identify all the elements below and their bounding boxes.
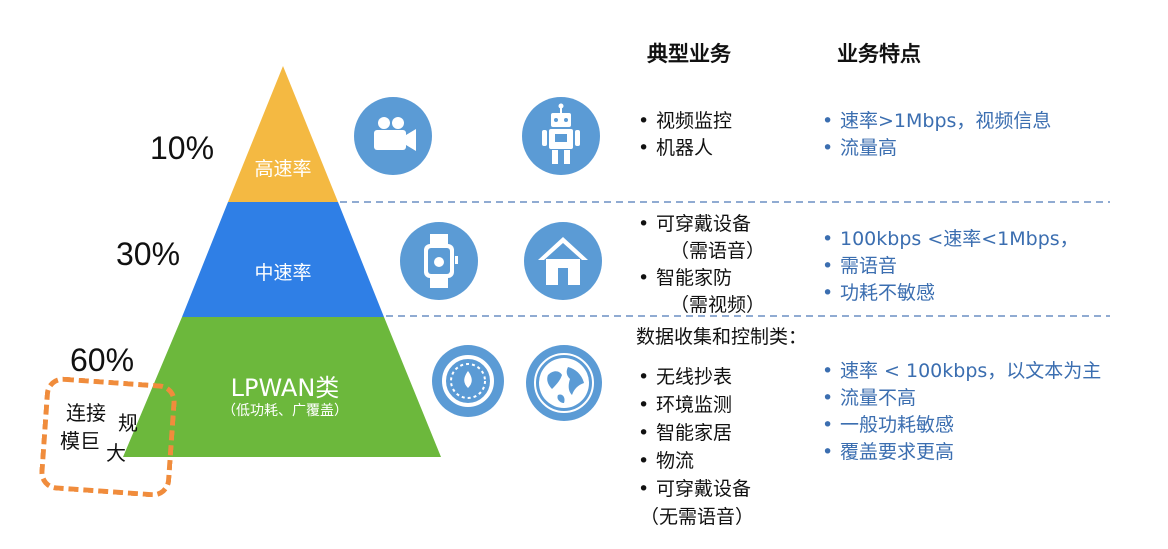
header-typical-business: 典型业务 [647,42,731,66]
tier-label-lpwan: LPWAN类 [230,374,340,402]
list-item: 速率 < 100kbps，以文本为主 [820,358,1101,385]
list-item: 流量高 [820,135,1051,162]
robot-icon [522,97,600,175]
feature-list-row3: 速率 < 100kbps，以文本为主 流量不高 一般功耗敏感 覆盖要求更高 [820,358,1101,466]
business-list-row2: •可穿戴设备 （需语音） •智能家防 （需视频） [636,211,765,319]
list-item: 视频监控 [636,108,732,135]
list-item: 机器人 [636,135,732,162]
percent-mid: 30% [116,236,181,272]
percent-high: 10% [150,130,215,166]
smartwatch-icon [400,222,478,300]
tier-mid-speed [182,202,384,317]
list-item-note: （需语音） [670,240,766,262]
business-list-row1: 视频监控 机器人 [636,108,732,162]
scale-note-line2: 模巨 [60,429,100,453]
list-item: 需语音 [820,253,1079,280]
list-item: •智能家防 [638,267,733,289]
list-item: 流量不高 [820,385,1101,412]
list-item: •物流 [638,450,695,472]
tier-label-high: 高速率 [254,158,312,180]
tier-lpwan [123,317,441,457]
list-item: •无线抄表 [638,366,733,388]
list-item: 速率>1Mbps，视频信息 [820,108,1051,135]
tier-sublabel-lpwan: （低功耗、广覆盖） [222,403,348,419]
list-item: •可穿戴设备 [638,213,752,235]
gauge-meter-icon [432,345,504,417]
list-item-note: （需视频） [670,294,766,316]
feature-list-row1: 速率>1Mbps，视频信息 流量高 [820,108,1051,162]
globe-icon [526,345,602,421]
scale-note-line1: 连接 [66,401,106,425]
tier-high-speed [228,66,338,202]
percent-lpwan: 60% [70,342,135,378]
list-item: 覆盖要求更高 [820,439,1101,466]
video-camera-icon [354,97,432,175]
business-list-row3: •无线抄表 •环境监测 •智能家居 •物流 •可穿戴设备 （无需语音） [636,363,754,531]
header-business-features: 业务特点 [837,42,921,66]
list-item: 100kbps <速率<1Mbps， [820,226,1079,253]
list-item: •智能家居 [638,422,733,444]
category-data-collection: 数据收集和控制类： [636,326,808,348]
list-item: 功耗不敏感 [820,280,1079,307]
house-icon [524,222,602,300]
list-item: •可穿戴设备 [638,478,752,500]
list-item: 一般功耗敏感 [820,412,1101,439]
list-item-note: （无需语音） [640,506,755,528]
feature-list-row2: 100kbps <速率<1Mbps， 需语音 功耗不敏感 [820,226,1079,307]
scale-note-char2: 规 [118,411,138,435]
scale-note-char3: 大 [106,441,126,465]
list-item: •环境监测 [638,394,733,416]
tier-label-mid: 中速率 [254,262,312,284]
